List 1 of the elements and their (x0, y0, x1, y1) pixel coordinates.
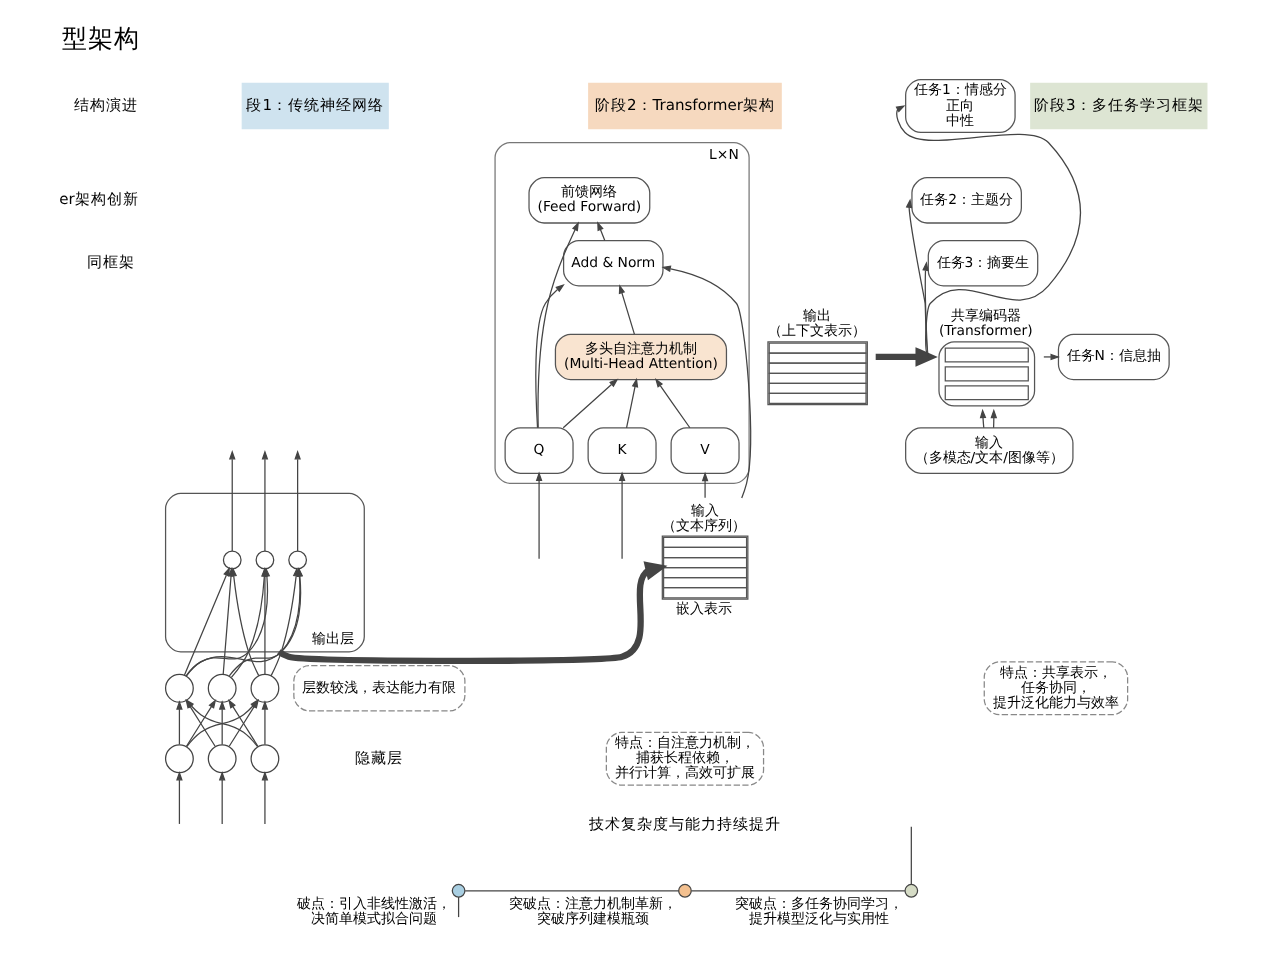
diagram-title: 型架构 (62, 22, 141, 53)
